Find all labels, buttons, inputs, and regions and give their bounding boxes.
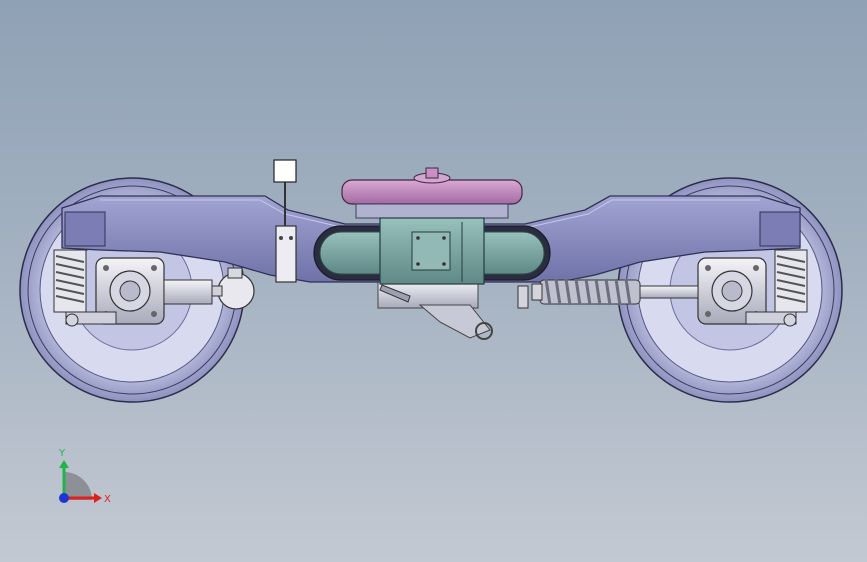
sensor-post[interactable] (273, 159, 297, 283)
x-axis-label: X (104, 494, 111, 505)
center-housing[interactable] (313, 217, 551, 285)
left-axle-box[interactable] (53, 249, 165, 327)
coordinate-triad: Y X (58, 448, 111, 505)
bolster-bearing[interactable] (341, 167, 523, 219)
z-axis-icon (59, 493, 69, 503)
right-damper-spring[interactable] (517, 278, 699, 309)
y-axis-label: Y (58, 448, 66, 459)
center-pivot-bracket[interactable] (377, 279, 493, 340)
left-traction-link[interactable] (163, 267, 255, 310)
right-axle-box[interactable] (697, 249, 808, 327)
